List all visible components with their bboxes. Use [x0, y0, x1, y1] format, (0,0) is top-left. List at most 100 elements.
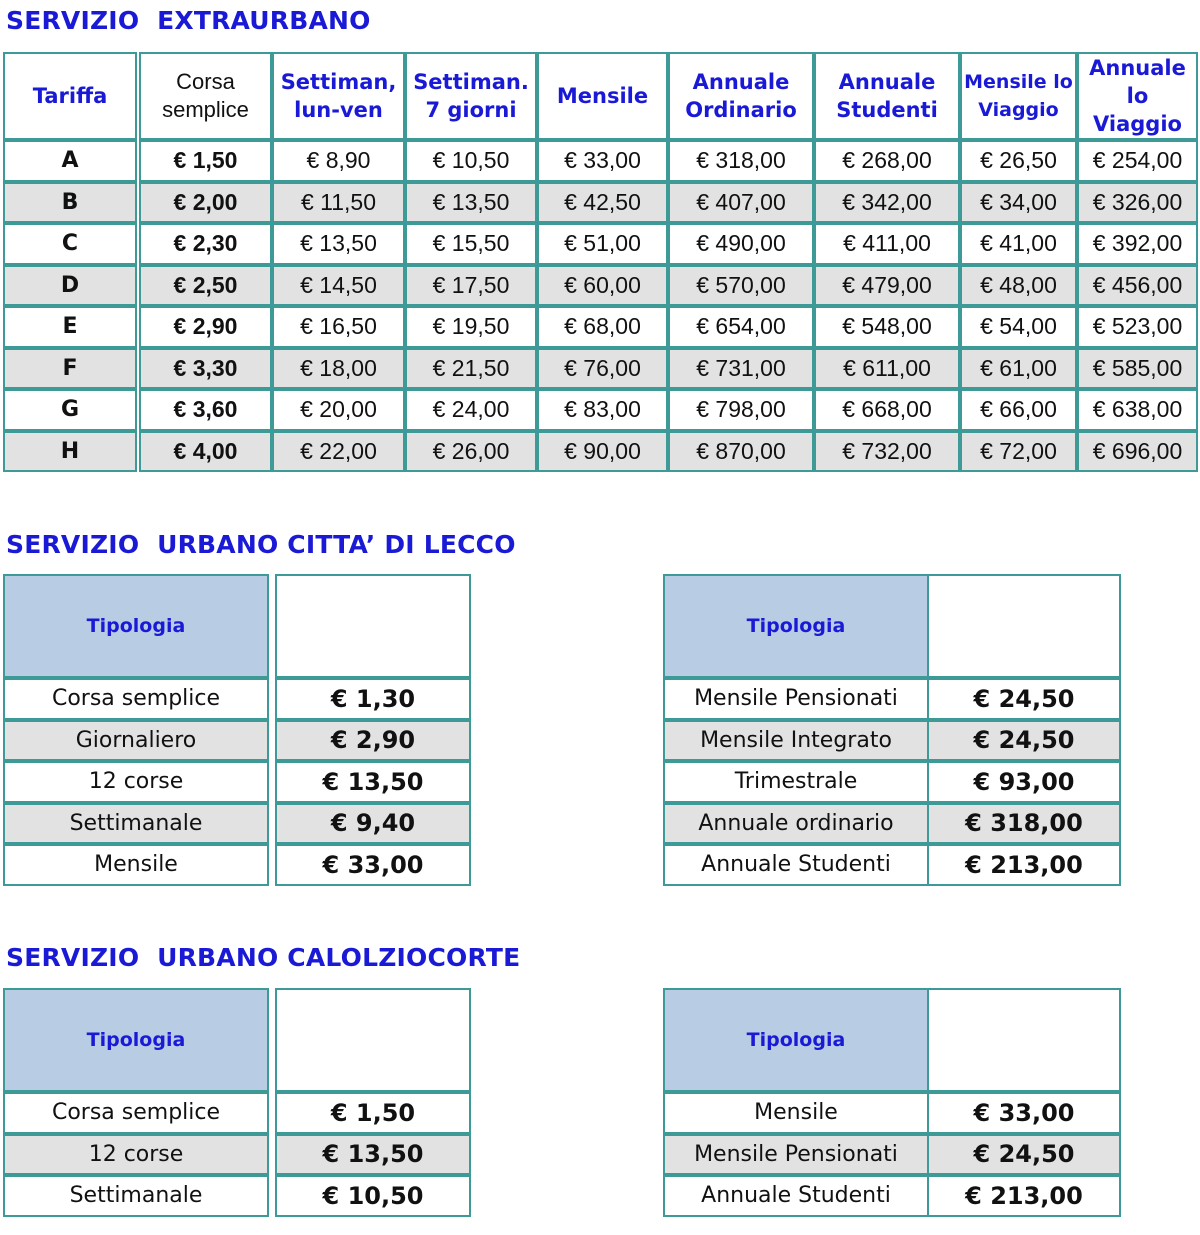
fare-type-label: Mensile [663, 1092, 929, 1134]
fare-cell: € 2,30 [139, 223, 272, 265]
fare-price: € 24,50 [927, 719, 1121, 761]
fare-cell: € 11,50 [272, 181, 405, 223]
fare-cell: € 33,00 [537, 140, 668, 182]
tipologia-header: Tipologia [663, 574, 929, 678]
tariffa-label: B [3, 181, 137, 223]
fare-type-label: 12 corse [3, 761, 269, 803]
fare-cell: € 798,00 [668, 389, 814, 431]
fare-price: € 213,00 [927, 1175, 1121, 1217]
price-header-blank [927, 988, 1121, 1092]
price-header-blank [275, 574, 471, 678]
fare-cell: € 254,00 [1077, 140, 1198, 182]
fare-cell: € 731,00 [668, 347, 814, 389]
fare-cell: € 61,00 [960, 347, 1077, 389]
header-mensile: Mensile [537, 52, 668, 140]
fare-cell: € 3,30 [139, 347, 272, 389]
header-settimanale-lun-ven: Settiman, lun-ven [272, 52, 405, 140]
tipologia-header: Tipologia [663, 988, 929, 1092]
fare-price: € 13,50 [275, 1133, 471, 1175]
fare-cell: € 21,50 [405, 347, 537, 389]
calolziocorte-title: SERVIZIO URBANO CALOLZIOCORTE [6, 943, 521, 972]
fare-cell: € 479,00 [814, 264, 960, 306]
fare-price: € 33,00 [275, 844, 471, 886]
fare-cell: € 407,00 [668, 181, 814, 223]
fare-cell: € 318,00 [668, 140, 814, 182]
fare-type-label: Annuale ordinario [663, 802, 929, 844]
fare-cell: € 48,00 [960, 264, 1077, 306]
fare-type-label: Settimanale [3, 802, 269, 844]
fare-cell: € 13,50 [272, 223, 405, 265]
fare-cell: € 2,50 [139, 264, 272, 306]
header-settimanale-7-giorni: Settiman. 7 giorni [405, 52, 537, 140]
fare-price: € 93,00 [927, 761, 1121, 803]
fare-cell: € 26,00 [405, 430, 537, 472]
header-corsa-semplice: Corsa semplice [139, 52, 272, 140]
fare-type-label: Annuale Studenti [663, 844, 929, 886]
tariffa-label: D [3, 264, 137, 306]
fare-cell: € 22,00 [272, 430, 405, 472]
fare-cell: € 654,00 [668, 306, 814, 348]
fare-cell: € 83,00 [537, 389, 668, 431]
fare-cell: € 523,00 [1077, 306, 1198, 348]
fare-cell: € 15,50 [405, 223, 537, 265]
fare-type-label: 12 corse [3, 1133, 269, 1175]
fare-cell: € 41,00 [960, 223, 1077, 265]
fare-price: € 24,50 [927, 1133, 1121, 1175]
fare-cell: € 90,00 [537, 430, 668, 472]
fare-price: € 13,50 [275, 761, 471, 803]
fare-cell: € 14,50 [272, 264, 405, 306]
fare-price: € 10,50 [275, 1175, 471, 1217]
tipologia-header: Tipologia [3, 574, 269, 678]
fare-cell: € 870,00 [668, 430, 814, 472]
fare-type-label: Corsa semplice [3, 1092, 269, 1134]
fare-cell: € 611,00 [814, 347, 960, 389]
fare-type-label: Mensile Pensionati [663, 678, 929, 720]
fare-cell: € 42,50 [537, 181, 668, 223]
tariffa-label: H [3, 430, 137, 472]
fare-cell: € 456,00 [1077, 264, 1198, 306]
fare-price: € 33,00 [927, 1092, 1121, 1134]
price-header-blank [927, 574, 1121, 678]
fare-cell: € 696,00 [1077, 430, 1198, 472]
fare-type-label: Trimestrale [663, 761, 929, 803]
fare-cell: € 8,90 [272, 140, 405, 182]
fare-cell: € 54,00 [960, 306, 1077, 348]
fare-cell: € 72,00 [960, 430, 1077, 472]
tariffa-label: A [3, 140, 137, 182]
fare-price: € 318,00 [927, 802, 1121, 844]
fare-cell: € 732,00 [814, 430, 960, 472]
fare-cell: € 68,00 [537, 306, 668, 348]
fare-cell: € 268,00 [814, 140, 960, 182]
tariffa-label: G [3, 389, 137, 431]
fare-type-label: Mensile Pensionati [663, 1133, 929, 1175]
extraurbano-title: SERVIZIO EXTRAURBANO [6, 6, 371, 35]
header-annuale-ordinario: Annuale Ordinario [668, 52, 814, 140]
fare-cell: € 411,00 [814, 223, 960, 265]
fare-cell: € 26,50 [960, 140, 1077, 182]
tariffa-label: E [3, 306, 137, 348]
fare-cell: € 18,00 [272, 347, 405, 389]
fare-cell: € 3,60 [139, 389, 272, 431]
fare-cell: € 392,00 [1077, 223, 1198, 265]
tariffa-label: F [3, 347, 137, 389]
fare-cell: € 20,00 [272, 389, 405, 431]
fare-cell: € 13,50 [405, 181, 537, 223]
fare-price: € 213,00 [927, 844, 1121, 886]
fare-cell: € 585,00 [1077, 347, 1198, 389]
fare-cell: € 638,00 [1077, 389, 1198, 431]
header-annuale-lo-viaggio: Annuale lo Viaggio [1077, 52, 1198, 140]
fare-type-label: Settimanale [3, 1175, 269, 1217]
fare-cell: € 1,50 [139, 140, 272, 182]
fare-type-label: Mensile [3, 844, 269, 886]
fare-cell: € 19,50 [405, 306, 537, 348]
fare-cell: € 17,50 [405, 264, 537, 306]
fare-cell: € 16,50 [272, 306, 405, 348]
header-mensile-lo-viaggio: Mensile lo Viaggio [960, 52, 1077, 140]
fare-price: € 9,40 [275, 802, 471, 844]
fare-cell: € 24,00 [405, 389, 537, 431]
fare-cell: € 66,00 [960, 389, 1077, 431]
fare-cell: € 2,90 [139, 306, 272, 348]
fare-cell: € 4,00 [139, 430, 272, 472]
header-annuale-studenti: Annuale Studenti [814, 52, 960, 140]
fare-cell: € 60,00 [537, 264, 668, 306]
